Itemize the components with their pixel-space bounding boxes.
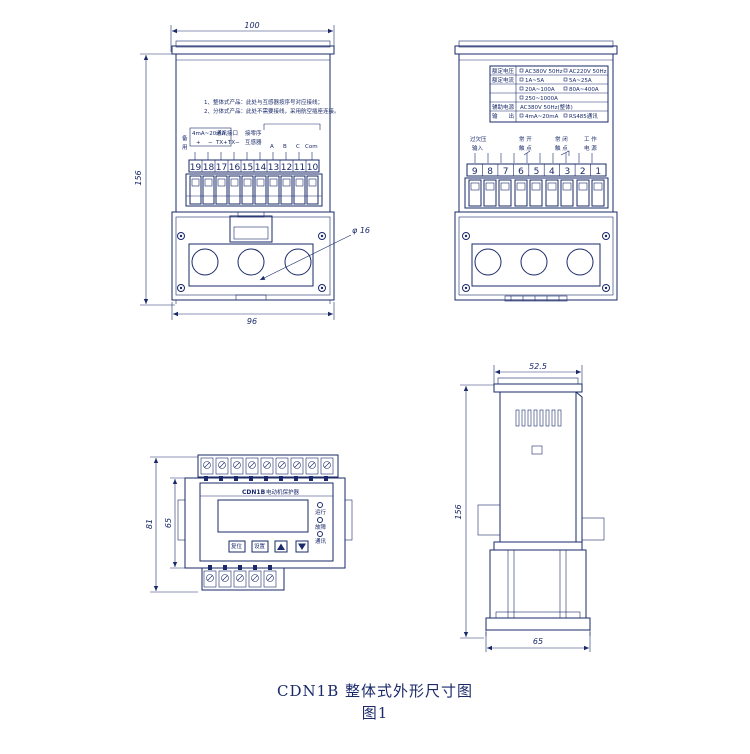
label-spare-1: 备 — [182, 134, 188, 142]
down-button[interactable] — [295, 540, 309, 553]
down-arrow-icon — [298, 543, 306, 550]
terminal-5: 5 — [534, 167, 540, 177]
label-overvoltage-2: 输入 — [472, 144, 484, 152]
figure-caption: CDN1B 整体式外形尺寸图 图1 — [0, 680, 750, 724]
spec-table: 额定电压 AC380V 50Hz AC220V 50Hz 额定电流 1A~5A … — [489, 65, 609, 123]
dim-width-top: 100 — [244, 21, 259, 30]
label-sensor-1: 接零序 — [245, 129, 262, 137]
front-view: 100 156 1、整体式产品：此处与互感器按序号对应接线； 2、分体式产品：此… — [134, 21, 370, 326]
label-comm: 通讯接口 — [216, 129, 238, 137]
dim-width-outer: 81 — [145, 519, 154, 529]
back-terminal-block-row — [464, 177, 609, 209]
terminal-3: 3 — [565, 167, 571, 177]
indicator-run — [317, 502, 323, 508]
note-line-2: 2、分体式产品：此处不需要接线，采用航空插座连接。 — [204, 107, 340, 115]
indicator-fault-label: 故障 — [315, 523, 327, 531]
label-tx-minus: TX− — [227, 140, 240, 146]
terminal-12: 12 — [281, 163, 292, 173]
dim-height-side: 156 — [454, 504, 463, 519]
label-tx-plus: TX+ — [215, 140, 228, 146]
spec-label-output: 输 出 — [492, 112, 514, 120]
label-plus: + — [196, 140, 201, 146]
terminal-16: 16 — [229, 163, 241, 173]
terminal-13: 13 — [268, 163, 279, 173]
set-button[interactable] — [251, 540, 269, 553]
label-spare-2: 用 — [182, 144, 188, 151]
indicator-run-label: 运行 — [315, 508, 327, 516]
label-phase-a: A — [270, 144, 274, 150]
dim-height-front: 156 — [134, 170, 143, 185]
label-sensor-2: 互感器 — [245, 138, 262, 146]
spec-output-analog: 4mA~20mA — [525, 114, 559, 120]
terminal-7: 7 — [503, 167, 509, 177]
terminal-19: 19 — [190, 163, 202, 173]
up-button[interactable] — [274, 540, 288, 553]
spec-label-aux: 辅助电源 — [492, 103, 515, 111]
dim-depth-top: 52.5 — [529, 362, 547, 371]
terminal-6: 6 — [518, 167, 524, 177]
spec-aux-value: AC380V 50Hz(整体) — [520, 103, 573, 111]
indicator-fault — [317, 517, 323, 523]
spec-current-5: 250~1000A — [525, 96, 558, 102]
label-power-1: 工 作 — [584, 135, 597, 143]
up-arrow-icon — [277, 543, 285, 550]
terminal-11: 11 — [294, 163, 305, 173]
reset-button-label: 复位 — [231, 542, 243, 550]
panel-title: 电动机保护器 — [266, 488, 300, 496]
terminal-8: 8 — [487, 167, 493, 177]
set-button-label: 设置 — [254, 542, 266, 550]
indicator-comm — [317, 531, 323, 537]
dim-width-bottom: 96 — [247, 317, 257, 326]
label-analog: 4mA~20mA — [192, 131, 226, 137]
dim-width-inner: 65 — [164, 518, 173, 528]
label-phase-b: B — [283, 144, 287, 150]
label-nc-contact-1: 常 闭 — [555, 135, 568, 143]
terminal-15: 15 — [242, 163, 253, 173]
label-no-contact-1: 常 开 — [519, 135, 532, 143]
panel-brand: CDN1B — [242, 489, 266, 496]
side-view: 52.5 156 65 — [454, 362, 605, 652]
spec-current-3: 20A~100A — [525, 87, 555, 93]
spec-current-4: 80A~400A — [569, 87, 599, 93]
spec-output-rs485: RS485通讯 — [569, 112, 598, 120]
label-phase-com: Com — [305, 144, 318, 150]
reset-button[interactable] — [228, 540, 246, 553]
spec-current-2: 5A~25A — [569, 78, 592, 84]
label-minus: − — [208, 140, 213, 146]
terminal-2: 2 — [580, 167, 586, 177]
top-view: 81 65 CDN1B 电动机保护器 — [145, 454, 353, 593]
dim-depth-bottom: 65 — [533, 637, 543, 646]
spec-voltage-380: AC380V 50Hz — [525, 69, 563, 75]
label-overvoltage-1: 过欠压 — [470, 135, 487, 143]
terminal-9: 9 — [472, 167, 478, 177]
caption-figure-number: 图1 — [361, 704, 389, 722]
terminal-1: 1 — [595, 167, 601, 177]
lcd-display — [217, 499, 309, 533]
back-view: 额定电压 AC380V 50Hz AC220V 50Hz 额定电流 1A~5A … — [454, 40, 618, 302]
terminal-17: 17 — [216, 163, 227, 173]
label-nc-contact-2: 触 点 — [555, 144, 568, 152]
caption-title: CDN1B 整体式外形尺寸图 — [277, 682, 473, 700]
spec-current-1: 1A~5A — [525, 78, 544, 84]
dim-hole-diameter: φ 16 — [352, 226, 370, 235]
spec-label-current: 额定电流 — [492, 76, 515, 84]
spec-label-voltage: 额定电压 — [492, 67, 515, 75]
terminal-10: 10 — [307, 163, 319, 173]
terminal-block-row — [185, 173, 323, 207]
terminal-18: 18 — [203, 163, 215, 173]
note-line-1: 1、整体式产品：此处与互感器按序号对应接线； — [204, 98, 323, 106]
spec-voltage-220: AC220V 50Hz — [569, 69, 607, 75]
terminal-14: 14 — [255, 163, 267, 173]
terminal-4: 4 — [549, 167, 555, 177]
label-phase-c: C — [296, 144, 300, 150]
label-power-2: 电 源 — [584, 144, 597, 152]
label-no-contact-2: 触 点 — [519, 144, 532, 152]
indicator-comm-label: 通讯 — [315, 537, 327, 545]
